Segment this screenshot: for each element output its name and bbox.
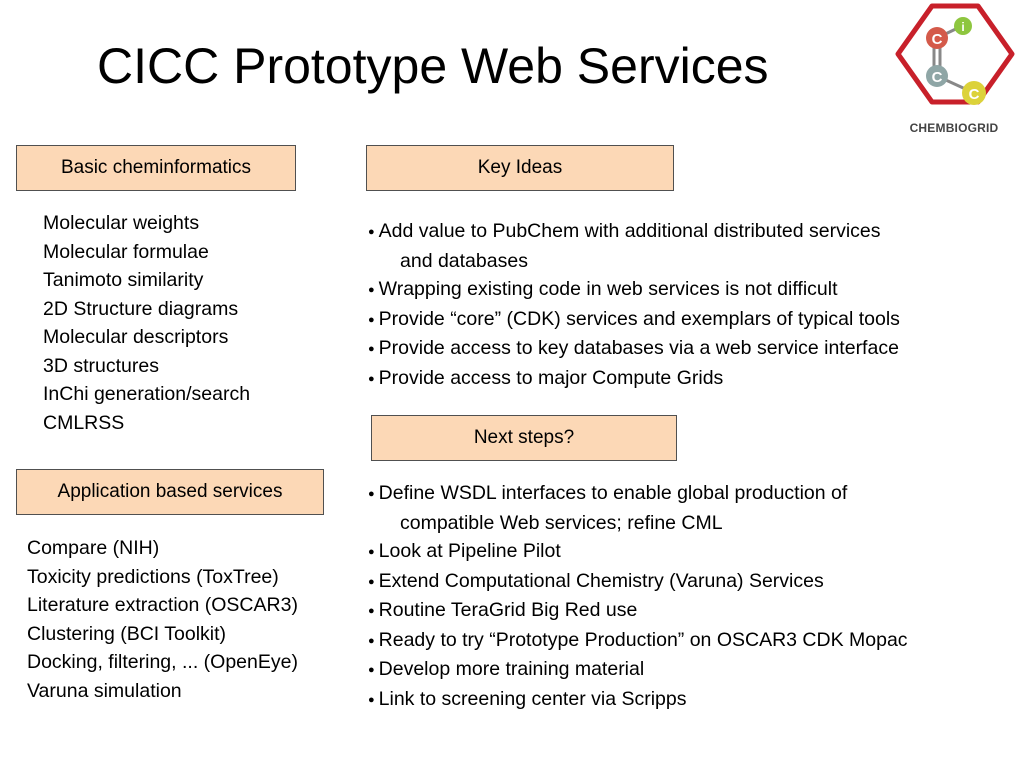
basic-cheminformatics-box: Basic cheminformatics bbox=[16, 145, 296, 191]
atom-c1-label: C bbox=[932, 31, 943, 48]
list-item-continuation: compatible Web services; refine CML bbox=[400, 511, 723, 534]
bullet-icon: ● bbox=[368, 313, 375, 326]
key-ideas-list: ●Add value to PubChem with additional di… bbox=[368, 217, 900, 393]
atom-green-icon bbox=[954, 17, 972, 35]
bullet-icon: ● bbox=[368, 226, 375, 238]
list-item: Clustering (BCI Toolkit) bbox=[27, 622, 227, 645]
bullet-icon: ● bbox=[368, 488, 375, 500]
next-steps-heading: Next steps? bbox=[473, 427, 575, 448]
list-item: ●Ready to try “Prototype Production” on … bbox=[368, 626, 908, 656]
bullet-icon: ● bbox=[368, 372, 375, 385]
list-item: ●Extend Computational Chemistry (Varuna)… bbox=[368, 567, 908, 597]
bullet-icon: ● bbox=[368, 546, 375, 558]
list-item-text: Look at Pipeline Pilot bbox=[378, 540, 561, 562]
application-services-box: Application based services bbox=[16, 469, 324, 515]
list-item-text: Develop more training material bbox=[378, 658, 645, 680]
list-item: InChi generation/search bbox=[43, 383, 251, 405]
list-item: 3D structures bbox=[43, 354, 159, 377]
next-steps-box: Next steps? bbox=[371, 415, 677, 461]
logo-caption: CHEMBIOGRID bbox=[909, 121, 999, 135]
slide-title: CICC Prototype Web Services bbox=[97, 38, 769, 94]
list-item: ●Look at Pipeline Pilot bbox=[368, 537, 908, 567]
chembiogrid-logo: C i C C bbox=[895, 3, 1015, 105]
atom-yellow-icon bbox=[962, 81, 986, 105]
list-item: ●Routine TeraGrid Big Red use bbox=[368, 596, 908, 626]
basic-cheminformatics-heading: Basic cheminformatics bbox=[60, 157, 252, 178]
atom-c2-label: C bbox=[932, 69, 943, 86]
list-item: CMLRSS bbox=[43, 411, 125, 434]
list-item: Toxicity predictions (ToxTree) bbox=[27, 565, 279, 588]
atom-red-icon bbox=[926, 27, 948, 49]
hexagon-icon bbox=[895, 3, 1015, 105]
key-ideas-heading: Key Ideas bbox=[477, 157, 563, 178]
list-item-text: Extend Computational Chemistry (Varuna) … bbox=[378, 569, 824, 592]
list-item-continuation: and databases bbox=[400, 249, 528, 272]
list-item-text: Add value to PubChem with additional dis… bbox=[378, 220, 881, 242]
bullet-icon: ● bbox=[368, 664, 375, 676]
list-item: ●Define WSDL interfaces to enable global… bbox=[368, 479, 908, 537]
list-item: ●Provide access to major Compute Grids bbox=[368, 364, 900, 394]
list-item: 2D Structure diagrams bbox=[43, 297, 239, 320]
list-item-text: Link to screening center via Scripps bbox=[378, 687, 687, 710]
list-item: ●Link to screening center via Scripps bbox=[368, 685, 908, 715]
list-item: Varuna simulation bbox=[27, 679, 182, 702]
list-item: Molecular formulae bbox=[43, 240, 209, 263]
bullet-icon: ● bbox=[368, 605, 375, 617]
list-item: Tanimoto similarity bbox=[43, 269, 204, 291]
bullet-icon: ● bbox=[368, 575, 375, 588]
list-item-text: Provide access to major Compute Grids bbox=[378, 366, 724, 389]
list-item: Compare (NIH) bbox=[27, 537, 160, 559]
list-item: ●Wrapping existing code in web services … bbox=[368, 275, 900, 305]
list-item-text: Provide access to key databases via a we… bbox=[378, 337, 899, 359]
next-steps-list: ●Define WSDL interfaces to enable global… bbox=[368, 479, 908, 714]
list-item: ●Develop more training material bbox=[368, 655, 908, 685]
atom-grey-icon bbox=[926, 65, 948, 87]
application-services-list: Compare (NIH) Toxicity predictions (ToxT… bbox=[27, 534, 298, 705]
bullet-icon: ● bbox=[368, 284, 375, 296]
list-item-text: Ready to try “Prototype Production” on O… bbox=[378, 628, 908, 651]
bullet-icon: ● bbox=[368, 634, 375, 647]
list-item-text: Define WSDL interfaces to enable global … bbox=[378, 482, 848, 504]
list-item: Molecular weights bbox=[43, 212, 200, 234]
list-item-text: Routine TeraGrid Big Red use bbox=[378, 599, 638, 621]
list-item: ●Add value to PubChem with additional di… bbox=[368, 217, 900, 275]
atom-i-label: i bbox=[961, 20, 964, 34]
atom-c3-label: C bbox=[969, 86, 980, 103]
application-services-heading: Application based services bbox=[57, 481, 283, 502]
list-item: Literature extraction (OSCAR3) bbox=[27, 594, 298, 616]
key-ideas-box: Key Ideas bbox=[366, 145, 674, 191]
list-item: ●Provide access to key databases via a w… bbox=[368, 334, 900, 364]
list-item: Docking, filtering, ... (OpenEye) bbox=[27, 651, 298, 673]
list-item-text: Provide “core” (CDK) services and exempl… bbox=[378, 307, 900, 330]
bullet-icon: ● bbox=[368, 693, 375, 706]
bullet-icon: ● bbox=[368, 343, 375, 355]
list-item: Molecular descriptors bbox=[43, 326, 229, 348]
list-item: ●Provide “core” (CDK) services and exemp… bbox=[368, 305, 900, 335]
basic-cheminformatics-list: Molecular weights Molecular formulae Tan… bbox=[43, 209, 250, 437]
list-item-text: Wrapping existing code in web services i… bbox=[378, 278, 838, 300]
